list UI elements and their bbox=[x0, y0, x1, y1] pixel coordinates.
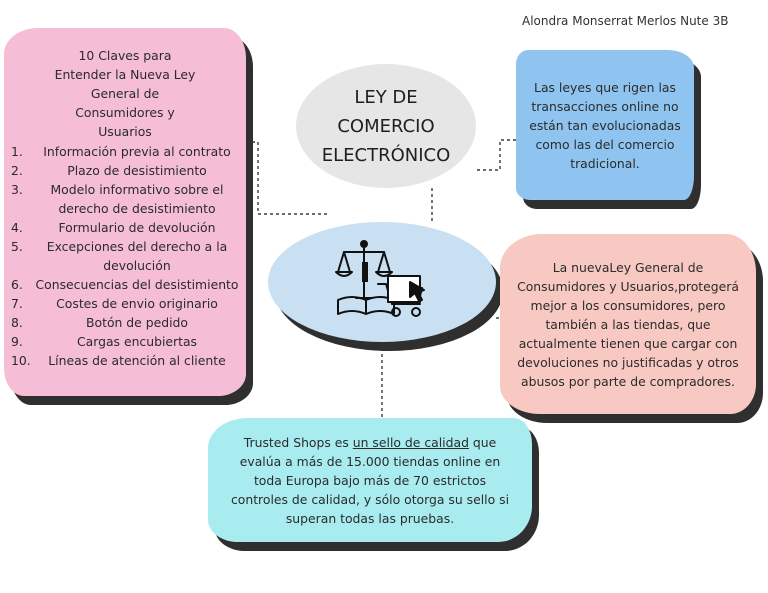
keys-list-face: 10 Claves para Entender la Nueva Ley Gen… bbox=[4, 28, 246, 396]
new-law-card: La nuevaLey General de Consumidores y Us… bbox=[500, 234, 763, 423]
list-item: 10. Líneas de atención al cliente bbox=[11, 351, 239, 370]
list-item: 7. Costes de envio originario bbox=[11, 294, 239, 313]
item-number: 4. bbox=[11, 220, 23, 235]
item-number: 7. bbox=[11, 296, 23, 311]
list-item: 1. Información previa al contrato bbox=[11, 142, 239, 161]
item-text: Costes de envio originario bbox=[56, 296, 218, 311]
title-line-1: LEY DE bbox=[354, 86, 418, 108]
list-item: 8. Botón de pedido bbox=[11, 313, 239, 332]
connector-blue bbox=[476, 139, 516, 171]
list-item: 9. Cargas encubiertas bbox=[11, 332, 239, 351]
trusted-shops-face: Trusted Shops es un sello de calidad que… bbox=[208, 418, 532, 542]
list-item: 3. Modelo informativo sobre el derecho de… bbox=[11, 180, 239, 218]
title-circle: LEY DE COMERCIO ELECTRÓNICO bbox=[296, 64, 476, 188]
item-text: Plazo de desistimiento bbox=[67, 163, 207, 178]
author-name: Alondra Monserrat Merlos Nute 3B bbox=[522, 14, 729, 28]
item-number: 10. bbox=[11, 353, 31, 368]
item-number: 5. bbox=[11, 239, 23, 254]
list-item: 4. Formulario de devolución bbox=[11, 218, 239, 237]
item-text: Consecuencias del desistimiento bbox=[35, 277, 239, 292]
trusted-text-before: Trusted Shops es bbox=[243, 434, 353, 450]
item-number: 1. bbox=[11, 144, 23, 159]
item-number: 8. bbox=[11, 315, 23, 330]
trusted-shops-card: Trusted Shops es un sello de calidad que… bbox=[208, 418, 539, 551]
online-laws-card: Las leyes que rigen las transacciones on… bbox=[516, 50, 701, 209]
list-item: 6. Consecuencias del desistimiento bbox=[11, 275, 239, 294]
item-text: Formulario de devolución bbox=[58, 220, 216, 235]
item-text: Modelo informativo sobre el derecho de d… bbox=[50, 182, 224, 216]
quality-seal-link[interactable]: un sello de calidad bbox=[352, 434, 469, 450]
trusted-shops-text: Trusted Shops es un sello de calidad que… bbox=[224, 433, 516, 528]
item-text: Líneas de atención al cliente bbox=[48, 353, 226, 368]
item-text: Excepciones del derecho a la devolución bbox=[46, 239, 228, 273]
list-item: 5. Excepciones del derecho a la devolució… bbox=[11, 237, 239, 275]
icon-oval bbox=[268, 222, 503, 351]
item-text: Cargas encubiertas bbox=[76, 334, 198, 349]
icon-face bbox=[268, 222, 496, 342]
item-number: 3. bbox=[11, 182, 23, 197]
title-line-3: ELECTRÓNICO bbox=[321, 144, 451, 166]
keys-list-title: 10 Claves para Entender la Nueva Ley Gen… bbox=[54, 48, 196, 139]
trusted-text-after: que evalúa a más de 15.000 tiendas onlin… bbox=[230, 434, 510, 526]
title-face: LEY DE COMERCIO ELECTRÓNICO bbox=[296, 64, 476, 188]
item-number: 9. bbox=[11, 334, 23, 349]
item-number: 6. bbox=[11, 277, 23, 292]
item-text: Botón de pedido bbox=[86, 315, 188, 330]
keys-list: 1. Información previa al contrato 2. Plazo… bbox=[11, 142, 239, 370]
online-laws-text: Las leyes que rigen las transacciones on… bbox=[516, 50, 694, 200]
justice-ecommerce-icon bbox=[335, 240, 425, 317]
item-text: Información previa al contrato bbox=[43, 144, 231, 159]
list-item: 2. Plazo de desistimiento bbox=[11, 161, 239, 180]
new-law-text: La nuevaLey General de Consumidores y Us… bbox=[500, 234, 756, 414]
title-line-2: COMERCIO bbox=[337, 115, 435, 137]
keys-list-card: 10 Claves para Entender la Nueva Ley Gen… bbox=[4, 28, 253, 405]
item-number: 2. bbox=[11, 163, 23, 178]
